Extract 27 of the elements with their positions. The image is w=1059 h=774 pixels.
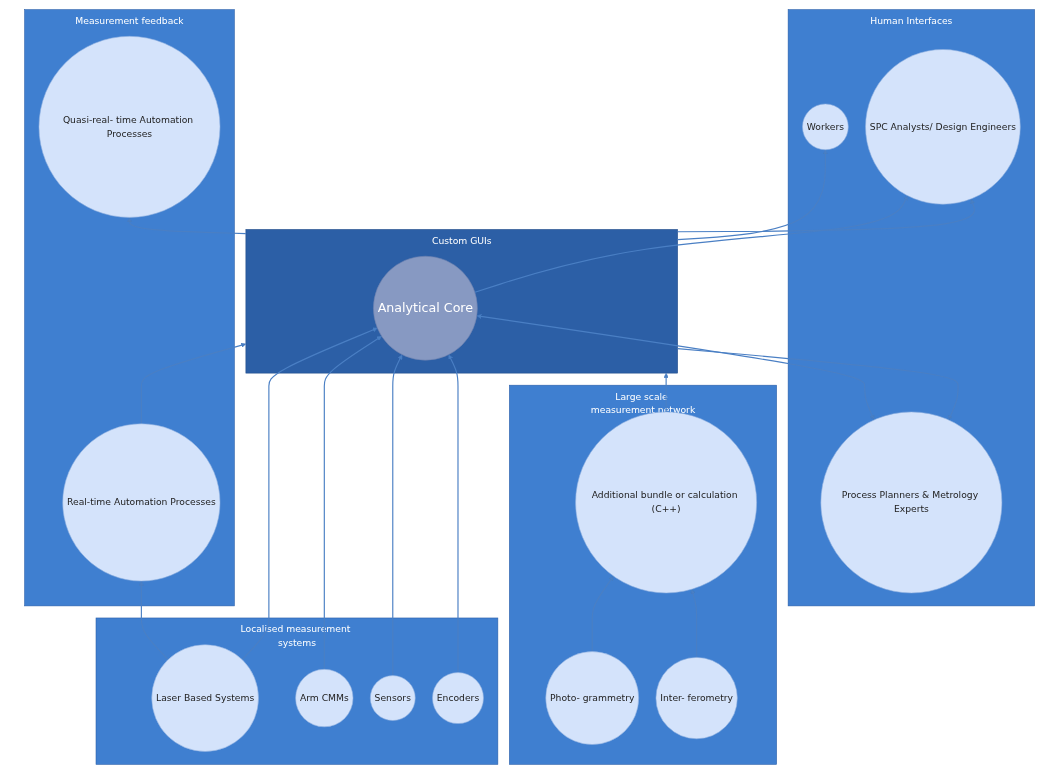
node-circle: Workers	[802, 103, 849, 151]
arrow	[690, 589, 698, 658]
arrow	[474, 195, 908, 293]
node-circle: Sensors	[369, 675, 416, 721]
arrow	[241, 327, 378, 661]
node-circle: Arm CMMs	[295, 669, 354, 728]
arrow	[663, 372, 669, 413]
arrow	[676, 348, 959, 421]
arrow	[676, 149, 828, 241]
arrow	[448, 354, 459, 674]
arrow	[392, 354, 403, 677]
arrow	[323, 336, 382, 670]
node-circle: Quasi-real- time Automation Processes	[38, 36, 221, 218]
node-circle: Analytical Core	[372, 255, 478, 361]
node-circle: Laser Based Systems	[151, 644, 259, 752]
node-circle: Inter- ferometry	[655, 657, 738, 740]
node-circle: Real-time Automation Processes	[62, 423, 221, 582]
arrow	[126, 217, 247, 235]
node-circle: Photo- grammetry	[545, 651, 639, 745]
node-circle: SPC Analysts/ Design Engineers	[865, 49, 1021, 205]
arrow	[476, 313, 875, 420]
node-circle: Encoders	[432, 672, 484, 724]
arrow	[140, 342, 246, 425]
arrow	[138, 580, 169, 661]
node-circle: Process Planners & Metrology Experts	[820, 411, 1003, 594]
arrow	[591, 575, 614, 653]
arrow	[676, 198, 975, 233]
